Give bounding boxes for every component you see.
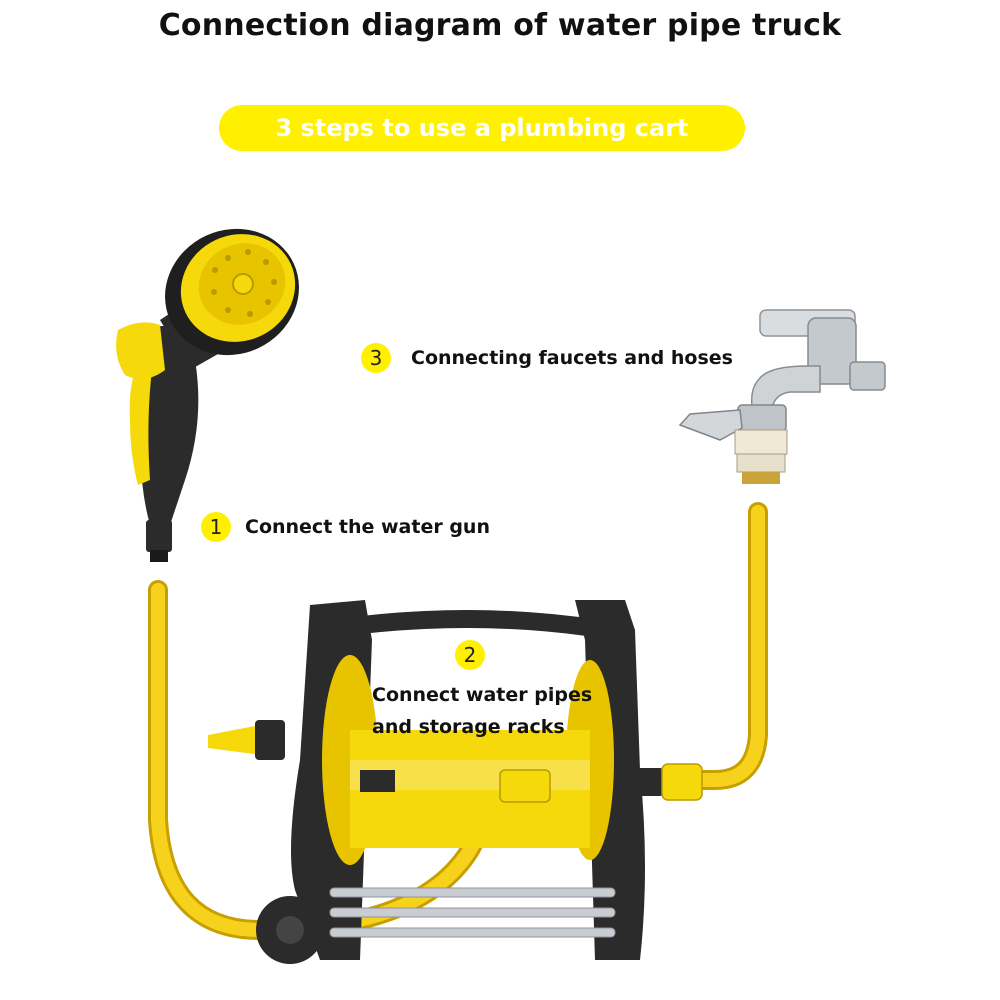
diagram-title: Connection diagram of water pipe truck	[158, 8, 842, 43]
step-3-badge: 3	[361, 343, 391, 373]
step-2-badge: 2	[455, 640, 485, 670]
faucet-icon	[678, 309, 886, 484]
steps-banner: 3 steps to use a plumbing cart	[219, 105, 745, 151]
steps-banner-text: 3 steps to use a plumbing cart	[275, 114, 689, 142]
step-2-label-line1: Connect water pipes	[372, 684, 593, 706]
step-1-badge: 1	[201, 512, 231, 542]
step-1-label: Connect the water gun	[245, 516, 490, 538]
step-2-label-line2: and storage racks	[372, 716, 565, 738]
step-3: 3 Connecting faucets and hoses	[361, 343, 733, 373]
step-3-label: Connecting faucets and hoses	[411, 347, 733, 369]
step-2: 2 Connect water pipes and storage racks	[372, 640, 612, 738]
hose-right	[690, 502, 768, 790]
spray-gun-icon	[116, 228, 299, 562]
hose-reel-cart-icon	[208, 600, 703, 964]
step-1: 1 Connect the water gun	[201, 512, 490, 542]
